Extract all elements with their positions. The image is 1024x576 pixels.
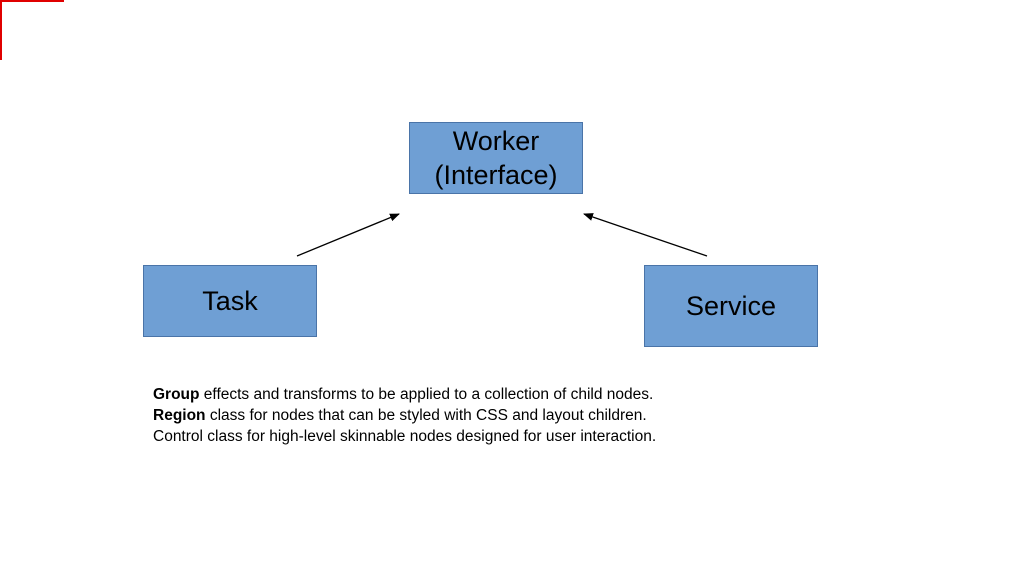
task-node-label: Task: [202, 286, 258, 316]
arrow-service-to-worker: [583, 213, 708, 257]
caption-text: Group effects and transforms to be appli…: [153, 384, 853, 447]
arrow-task-to-worker: [296, 213, 400, 257]
caption-line-region: Region class for nodes that can be style…: [153, 405, 853, 426]
caption-line-control: Control class for high-level skinnable n…: [153, 426, 853, 447]
caption-term: Group: [153, 386, 200, 403]
service-node: Service: [644, 265, 818, 347]
worker-node-subtitle: (Interface): [434, 160, 558, 190]
caption-description: class for nodes that can be styled with …: [205, 407, 647, 424]
service-node-label: Service: [685, 291, 777, 321]
corner-accent-mark: [0, 0, 64, 60]
task-node: Task: [143, 265, 317, 337]
caption-term: Region: [153, 407, 206, 424]
caption-description: effects and transforms to be applied to …: [199, 386, 654, 403]
caption-description: Control class for high-level skinnable n…: [153, 428, 657, 445]
caption-line-group: Group effects and transforms to be appli…: [153, 384, 853, 405]
worker-node-title: Worker: [452, 126, 540, 156]
worker-interface-node: Worker (Interface): [409, 122, 583, 194]
